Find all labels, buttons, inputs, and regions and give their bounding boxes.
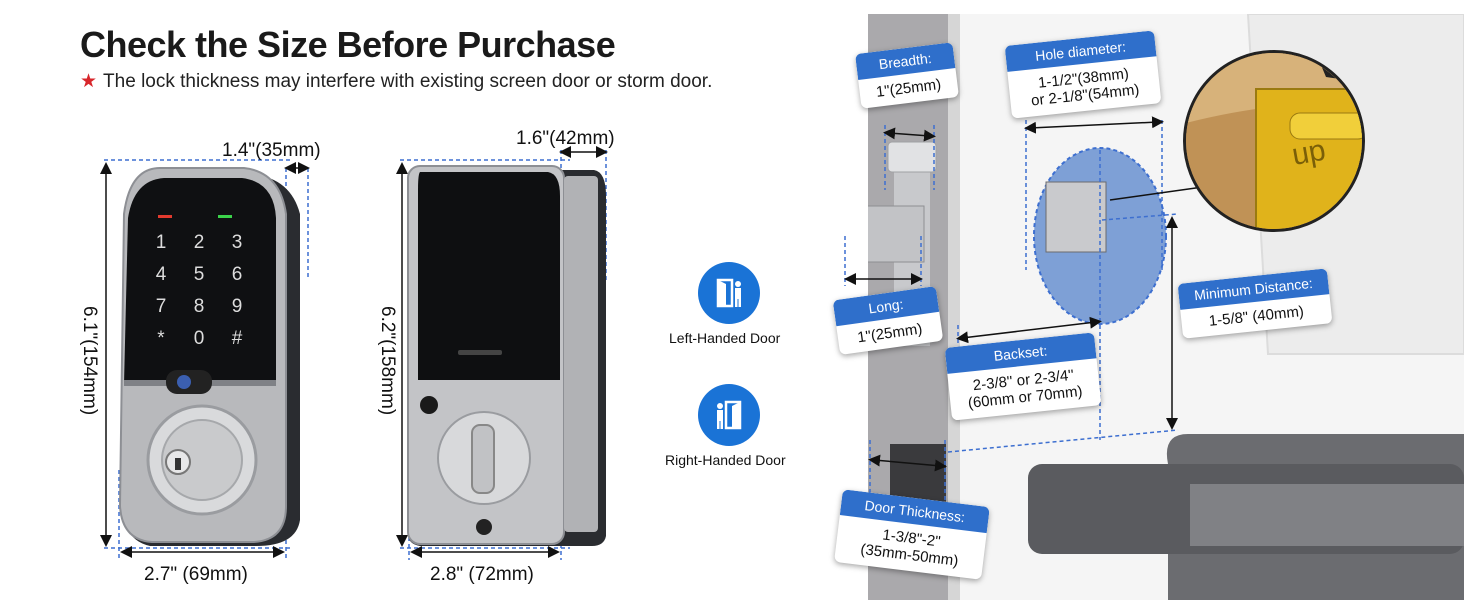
keypad-key[interactable]: 7 bbox=[155, 296, 167, 317]
keypad-key[interactable]: 4 bbox=[155, 264, 167, 285]
front-depth-label: 1.4"(35mm) bbox=[222, 140, 321, 161]
left-handed-door-icon bbox=[698, 262, 760, 324]
keypad-key[interactable]: 5 bbox=[193, 264, 205, 285]
back-lock-illustration bbox=[407, 165, 606, 546]
star-icon: ★ bbox=[80, 71, 98, 92]
strike-plate-zoom: up bbox=[1183, 50, 1365, 232]
front-width-label: 2.7" (69mm) bbox=[144, 564, 248, 585]
keypad-key[interactable]: * bbox=[157, 328, 165, 349]
zoom-up-text: up bbox=[1289, 134, 1328, 172]
keypad-key[interactable]: 2 bbox=[193, 232, 205, 253]
keypad: 1 2 3 4 5 6 7 8 9 * 0 # bbox=[142, 232, 252, 350]
keypad-key[interactable]: 0 bbox=[193, 328, 205, 349]
front-height-label: 6.1"(154mm) bbox=[79, 306, 100, 416]
right-handed-door-icon bbox=[698, 384, 760, 446]
back-depth-label: 1.6"(42mm) bbox=[516, 128, 615, 149]
keypad-key[interactable]: # bbox=[231, 328, 243, 349]
keypad-key[interactable]: 1 bbox=[155, 232, 167, 253]
page-note: ★The lock thickness may interfere with e… bbox=[80, 70, 712, 93]
page-title: Check the Size Before Purchase bbox=[80, 24, 616, 65]
dimension-guides bbox=[100, 146, 608, 560]
left-handed-door-label: Left-Handed Door bbox=[669, 330, 781, 346]
back-height-label: 6.2"(158mm) bbox=[377, 306, 398, 416]
keypad-key[interactable]: 3 bbox=[231, 232, 243, 253]
right-handed-door-label: Right-Handed Door bbox=[665, 452, 786, 468]
keypad-key[interactable]: 8 bbox=[193, 296, 205, 317]
keypad-key[interactable]: 6 bbox=[231, 264, 243, 285]
note-text: The lock thickness may interfere with ex… bbox=[103, 71, 713, 92]
keypad-key[interactable]: 9 bbox=[231, 296, 243, 317]
back-width-label: 2.8" (72mm) bbox=[430, 564, 534, 585]
front-lock-illustration bbox=[118, 167, 300, 546]
